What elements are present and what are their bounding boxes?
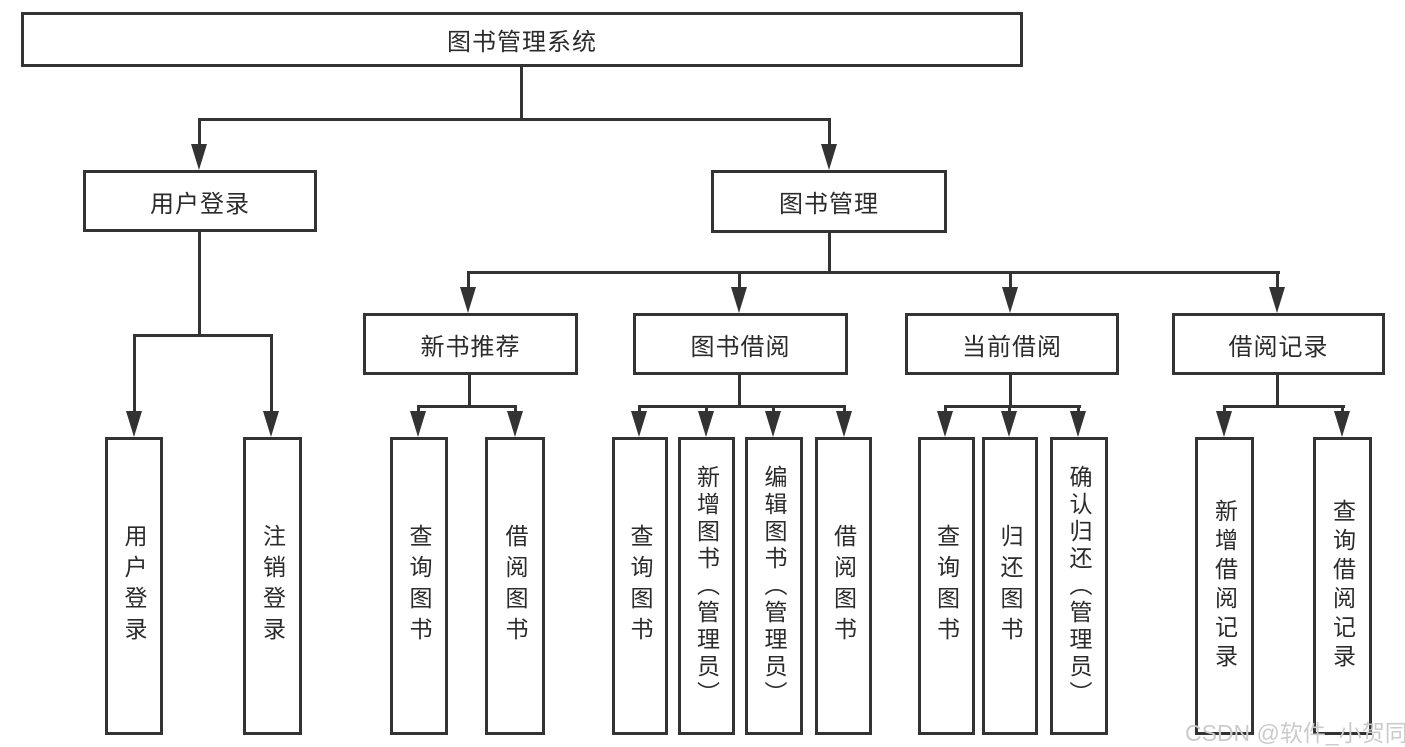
csdn-watermark: CSDN @软件_小贺同学 [1185,720,1405,746]
leaf-bb-add-book-admin-label: 新增图书（管理员） [693,464,720,708]
arrowhead-br-add-record [1216,411,1232,437]
leaf-rec-query-book: 查询图书 [390,437,448,735]
leaf-logout: 注销登录 [243,437,302,735]
node-book-borrow-label: 图书借阅 [690,333,791,361]
node-borrow-record-label: 借阅记录 [1228,333,1329,361]
arrowhead-leaf-logout [263,411,279,437]
arrowhead-cb-query-book [937,411,953,437]
leaf-user-login-label: 用户登录 [121,524,147,648]
node-borrow-record: 借阅记录 [1172,313,1385,375]
leaf-bb-edit-book-admin: 编辑图书（管理员） [745,437,803,735]
node-book-management: 图书管理 [711,170,947,233]
arrowhead-book-management [821,144,837,170]
connector-book-management-rail [467,271,1280,274]
node-current-borrow: 当前借阅 [905,313,1119,375]
connector-drop-current-borrow [1009,271,1012,291]
connector-current-borrow-stem [1009,373,1012,408]
arrowhead-br-query-record [1334,411,1350,437]
connector-drop-cb-query-book [944,405,947,414]
arrowhead-bb-add-book [698,411,714,437]
arrowhead-cb-return-book [1001,411,1017,437]
node-new-book-recommend: 新书推荐 [363,313,578,375]
leaf-cb-return-book: 归还图书 [982,437,1038,735]
arrowhead-book-borrow [731,287,747,313]
arrowhead-borrow-record [1269,287,1285,313]
leaf-cb-query-book: 查询图书 [918,437,975,735]
leaf-cb-confirm-return-admin: 确认归还（管理员） [1050,437,1108,735]
connector-drop-rec-borrow-book [514,405,517,414]
leaf-cb-return-book-label: 归还图书 [997,524,1023,648]
node-user-login: 用户登录 [83,170,317,232]
arrowhead-current-borrow [1002,287,1018,313]
arrowhead-bb-borrow-book [836,411,852,437]
connector-drop-book-borrow [738,271,741,291]
leaf-rec-borrow-book-label: 借阅图书 [502,524,528,648]
connector-root-rail [198,118,831,121]
arrowhead-leaf-user-login [126,411,142,437]
arrowhead-bb-edit-book [765,411,781,437]
node-new-book-recommend-label: 新书推荐 [420,333,521,361]
node-root-label: 图书管理系统 [447,29,597,56]
connector-new-book-recommend-stem [468,373,471,408]
node-book-borrow: 图书借阅 [633,313,848,375]
connector-drop-book-management [828,118,831,146]
leaf-br-add-record: 新增借阅记录 [1195,437,1254,735]
leaf-bb-add-book-admin: 新增图书（管理员） [678,437,735,735]
leaf-rec-query-book-label: 查询图书 [406,524,432,648]
leaf-cb-confirm-return-admin-label: 确认归还（管理员） [1066,464,1092,708]
connector-drop-new-book-recommend [467,271,470,291]
leaf-br-add-record-label: 新增借阅记录 [1211,499,1238,673]
connector-root-stem [520,67,523,120]
node-book-management-label: 图书管理 [779,191,879,218]
connector-book-borrow-stem [738,373,741,408]
node-current-borrow-label: 当前借阅 [962,333,1062,361]
connector-drop-cb-return-book [1008,405,1011,414]
connector-drop-rec-query-book [417,405,420,414]
leaf-br-query-record: 查询借阅记录 [1313,437,1372,735]
leaf-cb-query-book-label: 查询图书 [933,524,960,648]
arrowhead-cb-confirm-return [1070,411,1086,437]
connector-drop-bb-edit-book [772,405,775,414]
connector-borrow-record-rail [1223,405,1345,408]
connector-drop-user-login [198,118,201,146]
connector-drop-leaf-user-login [133,334,136,412]
arrowhead-user-login [191,144,207,170]
arrowhead-rec-query-book [410,411,426,437]
node-root: 图书管理系统 [21,12,1023,67]
arrowhead-new-book-recommend [460,287,476,313]
connector-drop-br-query-record [1341,405,1344,414]
leaf-bb-borrow-book-label: 借阅图书 [830,524,857,648]
connector-new-book-recommend-rail [417,405,517,408]
connector-drop-bb-query-book [638,405,641,414]
connector-book-borrow-rail [638,405,846,408]
leaf-bb-query-book: 查询图书 [612,437,668,735]
leaf-bb-query-book-label: 查询图书 [627,524,653,648]
leaf-logout-label: 注销登录 [259,524,286,648]
connector-user-login-stem [198,232,201,337]
connector-drop-cb-confirm-return [1077,405,1080,414]
connector-drop-leaf-logout [270,334,273,412]
connector-drop-br-add-record [1223,405,1226,414]
connector-current-borrow-rail [944,405,1081,408]
connector-user-login-rail [133,334,273,337]
node-user-login-label: 用户登录 [150,190,250,218]
connector-book-management-stem [828,233,831,274]
leaf-bb-edit-book-admin-label: 编辑图书（管理员） [761,464,787,708]
connector-borrow-record-stem [1276,373,1279,408]
connector-drop-bb-add-book [705,405,708,414]
arrowhead-rec-borrow-book [507,411,523,437]
connector-drop-bb-borrow-book [843,405,846,414]
connector-drop-borrow-record [1276,271,1279,291]
leaf-rec-borrow-book: 借阅图书 [485,437,545,735]
leaf-br-query-record-label: 查询借阅记录 [1329,499,1356,673]
leaf-bb-borrow-book: 借阅图书 [815,437,872,735]
arrowhead-bb-query-book [631,411,647,437]
leaf-user-login: 用户登录 [105,437,163,735]
